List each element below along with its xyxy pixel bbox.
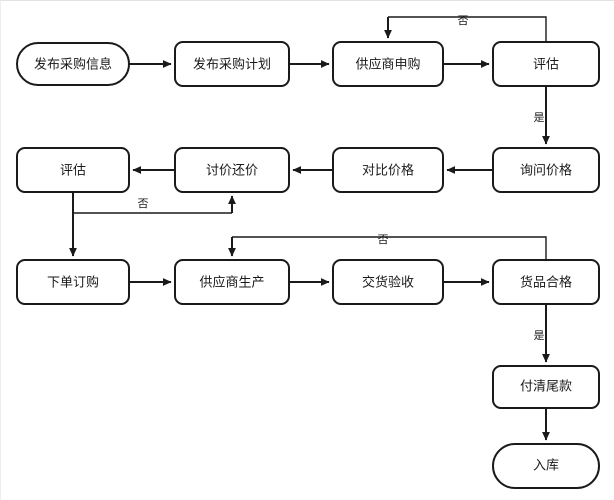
node-n1[interactable]: 发布采购信息 [16,42,130,86]
node-n3[interactable]: 供应商申购 [332,41,444,87]
node-n2[interactable]: 发布采购计划 [174,41,290,87]
node-n14[interactable]: 入库 [492,443,600,489]
edge-n12-n10-no [232,236,547,260]
edge-label-yes-1: 是 [534,111,545,124]
node-n6[interactable]: 对比价格 [332,147,444,193]
edge-n4-n3-no [388,16,547,42]
node-n12[interactable]: 货品合格 [492,259,600,305]
edge-label-yes-2: 是 [534,329,545,342]
edge-n8-n7-no [72,192,232,214]
node-n9[interactable]: 下单订购 [16,259,130,305]
node-n8[interactable]: 评估 [16,147,130,193]
node-n13[interactable]: 付清尾款 [492,365,600,409]
edges-layer [69,16,550,441]
node-n5[interactable]: 询问价格 [492,147,600,193]
edge-label-no-3: 否 [378,234,389,246]
node-n10[interactable]: 供应商生产 [174,259,290,305]
node-n7[interactable]: 讨价还价 [174,147,290,193]
edge-label-no-2: 否 [138,198,149,210]
node-n11[interactable]: 交货验收 [332,259,444,305]
nodes-layer: 发布采购信息 发布采购计划 供应商申购 评估 询问价格 对比价格 [16,41,600,489]
node-n4[interactable]: 评估 [492,41,600,87]
